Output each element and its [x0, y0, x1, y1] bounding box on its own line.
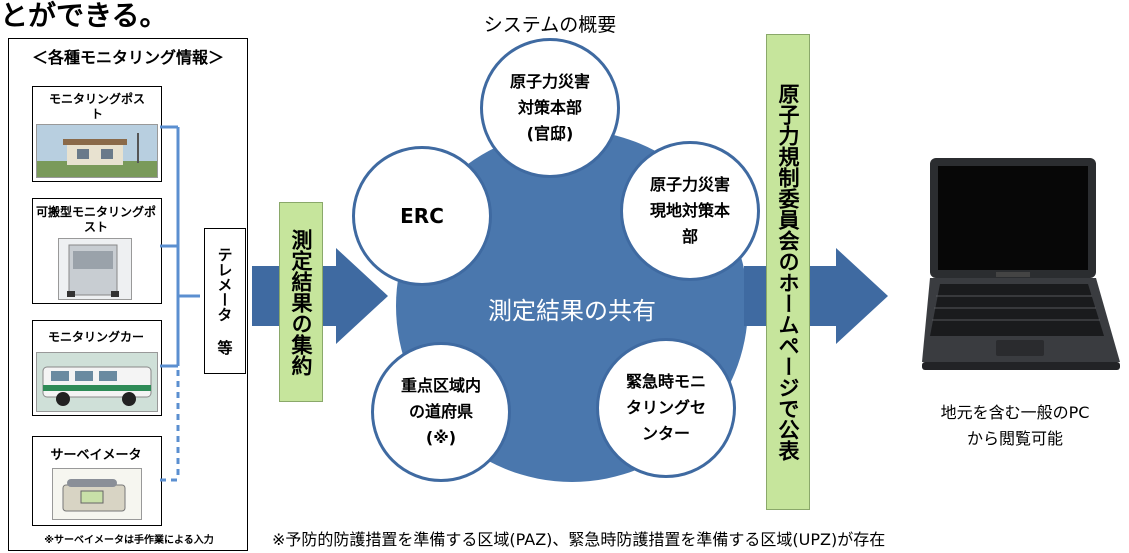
monitoring-car-photo — [36, 352, 158, 412]
hq-cabinet-label: 原子力災害対策本部(官邸) — [509, 72, 590, 143]
connector-lines — [160, 125, 200, 482]
monitoring-post-label: モニタリングポスト — [48, 92, 145, 121]
portable-post-label: 可搬型モニタリングポスト — [36, 205, 157, 234]
monitoring-info-panel — [8, 38, 248, 551]
onsite-hq-circle: 原子力災害現地対策本部 — [620, 141, 760, 281]
survey-meter-label: サーベイメータ — [50, 448, 142, 463]
prefectures-circle: 重点区域内の道府県(※) — [371, 342, 511, 482]
pc-caption: 地元を含む一般のPCから閲覧可能 — [940, 403, 1090, 448]
system-title: システムの概要 — [483, 14, 617, 36]
emergency-monitoring-label: 緊急時モニタリングセンター — [625, 372, 706, 443]
survey-meter-footnote: ※サーベイメータは手作業による入力 — [44, 535, 214, 546]
monitoring-car-label: モニタリングカー — [47, 330, 144, 344]
telemeter-box: テレメータ 等 — [204, 228, 246, 374]
monitoring-info-title: ＜各種モニタリング情報＞ — [31, 48, 224, 67]
emergency-monitoring-circle: 緊急時モニタリングセンター — [596, 338, 736, 478]
onsite-hq-label: 原子力災害現地対策本部 — [649, 175, 730, 246]
erc-circle: ERC — [352, 146, 492, 286]
portable-post-photo — [58, 238, 132, 300]
survey-meter-photo — [52, 468, 142, 520]
erc-label: ERC — [400, 204, 444, 228]
shared-results-label: 測定結果の共有 — [488, 297, 656, 325]
bottom-note: ※予防的防護措置を準備する区域(PAZ)、緊急時防護措置を準備する区域(UPZ)… — [272, 530, 886, 549]
prefectures-label: 重点区域内の道府県(※) — [400, 376, 481, 447]
publish-label: 原子力規制委員会のホームページで公表 — [766, 34, 810, 510]
laptop-icon — [922, 158, 1120, 370]
hq-cabinet-circle: 原子力災害対策本部(官邸) — [480, 38, 620, 178]
header-fragment: とができる。 — [0, 0, 168, 32]
monitoring-post-photo — [36, 124, 158, 178]
aggregate-label: 測定結果の集約 — [279, 202, 323, 402]
